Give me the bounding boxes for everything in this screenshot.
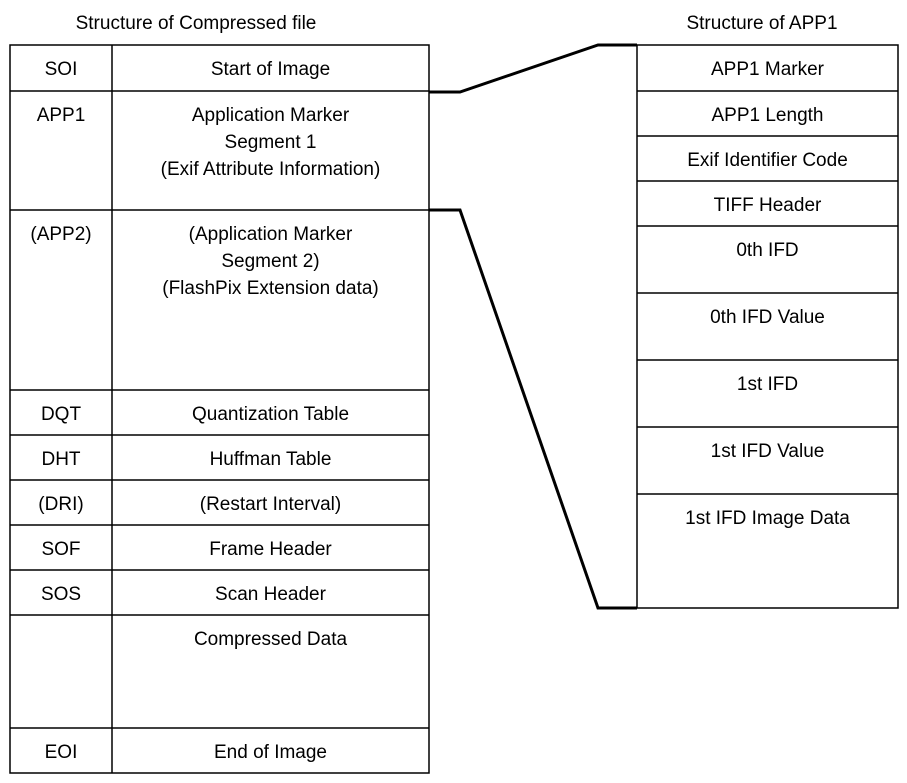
row-dri: (DRI) (Restart Interval) <box>38 494 341 515</box>
description-line: End of Image <box>214 742 327 763</box>
marker-label: DHT <box>41 449 80 470</box>
description-line: Segment 1 <box>225 132 317 153</box>
connector-top <box>429 43 637 94</box>
marker-label: SOI <box>45 59 78 80</box>
app1-row-app1-marker: APP1 Marker <box>711 59 825 80</box>
connector-bottom <box>429 208 637 610</box>
app1-row-1st-ifd-value: 1st IFD Value <box>711 441 825 462</box>
marker-label: APP1 <box>37 105 86 126</box>
row-compressed-data: Compressed Data <box>194 629 348 650</box>
description-line: (Application Marker <box>189 224 353 245</box>
row-eoi: EOI End of Image <box>45 742 327 763</box>
right-table-border <box>636 44 899 609</box>
marker-label: (DRI) <box>38 494 83 515</box>
marker-label: EOI <box>45 742 78 763</box>
row-sof: SOF Frame Header <box>41 539 332 560</box>
row-dqt: DQT Quantization Table <box>41 404 349 425</box>
row-dht: DHT Huffman Table <box>41 449 331 470</box>
app1-row-0th-ifd-value: 0th IFD Value <box>710 307 825 328</box>
description-line: Quantization Table <box>192 404 349 425</box>
description-line: Start of Image <box>211 59 330 80</box>
marker-label: SOS <box>41 584 81 605</box>
description-line: (Restart Interval) <box>200 494 341 515</box>
description-line: Scan Header <box>215 584 327 605</box>
app1-row-0th-ifd: 0th IFD <box>736 240 798 261</box>
description-line: Huffman Table <box>210 449 332 470</box>
left-table-title: Structure of Compressed file <box>76 13 317 34</box>
app1-row-app1-length: APP1 Length <box>712 105 824 126</box>
app1-row-tiff-header: TIFF Header <box>714 195 822 216</box>
row-sos: SOS Scan Header <box>41 584 327 605</box>
app1-row-1st-ifd-image-data: 1st IFD Image Data <box>685 508 850 529</box>
left-table-border <box>9 44 430 774</box>
app1-expansion-connectors <box>429 43 637 610</box>
marker-label: SOF <box>41 539 80 560</box>
description-line: (FlashPix Extension data) <box>162 278 379 299</box>
description-line: (Exif Attribute Information) <box>161 159 381 180</box>
description-line: Frame Header <box>209 539 332 560</box>
description-line: Compressed Data <box>194 629 348 650</box>
app1-row-1st-ifd: 1st IFD <box>737 374 798 395</box>
row-soi: SOI Start of Image <box>45 59 331 80</box>
app1-row-exif-identifier-code: Exif Identifier Code <box>687 150 848 171</box>
description-line: Application Marker <box>192 105 350 126</box>
marker-label: (APP2) <box>30 224 91 245</box>
description-line: Segment 2) <box>221 251 319 272</box>
marker-label: DQT <box>41 404 82 425</box>
right-table-title: Structure of APP1 <box>686 13 837 34</box>
